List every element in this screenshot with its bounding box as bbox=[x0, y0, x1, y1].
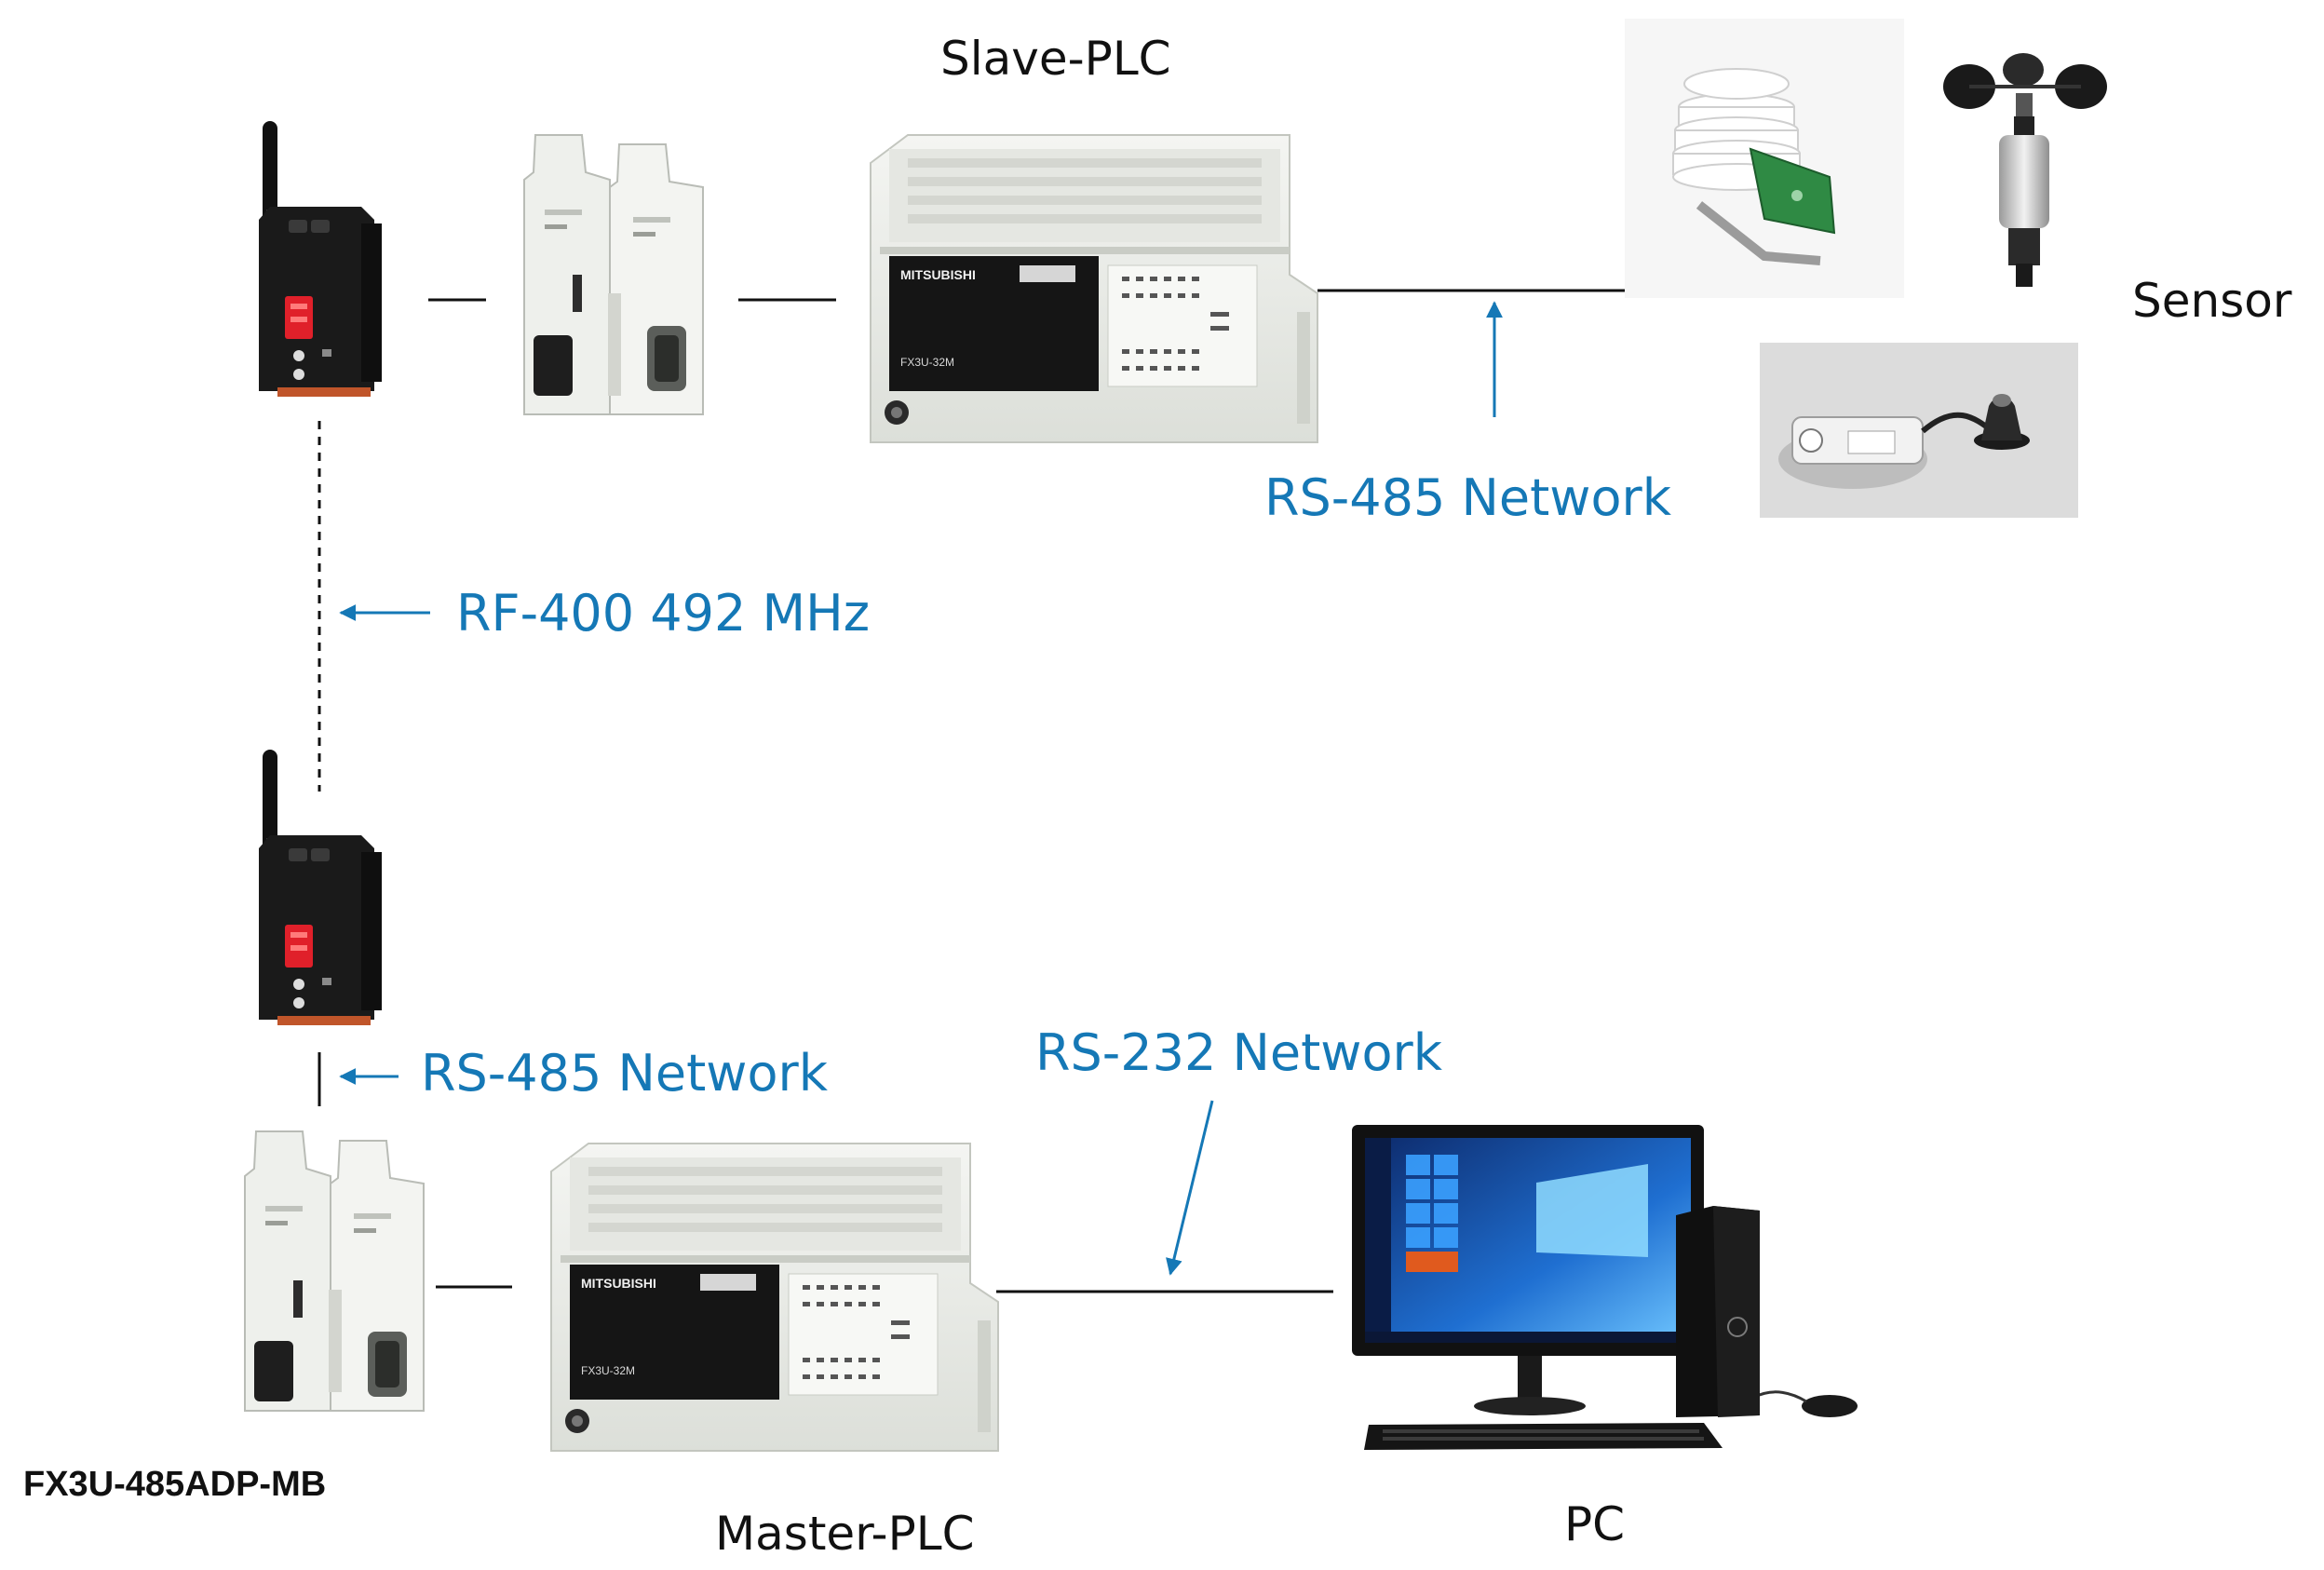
rf400-label: RF-400 492 MHz bbox=[456, 584, 871, 643]
rs485-adapter-bottom bbox=[244, 1130, 425, 1412]
sensor-label: Sensor bbox=[2132, 274, 2292, 328]
sensor-radiation-shield bbox=[1625, 19, 1904, 298]
slave-plc-label: Slave-PLC bbox=[940, 32, 1171, 86]
annotation-arrows bbox=[339, 301, 1503, 1276]
arrow-rs232 bbox=[1166, 1100, 1214, 1276]
sensor-pyranometer bbox=[1760, 343, 2078, 518]
rs232-label: RS-232 Network bbox=[1035, 1023, 1442, 1082]
master-plc-label: Master-PLC bbox=[715, 1507, 975, 1561]
connectors bbox=[318, 289, 1628, 1293]
rs485-adapter-top bbox=[523, 134, 704, 415]
sensor-anemometer bbox=[1943, 53, 2107, 287]
pc-label: PC bbox=[1564, 1497, 1626, 1551]
master-plc-model: FX3U-32M bbox=[581, 1364, 635, 1377]
adapter-model-label: FX3U-485ADP-MB bbox=[23, 1465, 327, 1504]
master-plc-device: MITSUBISHI FX3U-32M bbox=[550, 1143, 999, 1452]
slave-plc-model: FX3U-32M bbox=[900, 356, 954, 369]
master-plc-brand: MITSUBISHI bbox=[581, 1276, 656, 1291]
radio-modem-top bbox=[259, 121, 382, 397]
radio-modem-bottom bbox=[259, 750, 382, 1025]
slave-plc-brand: MITSUBISHI bbox=[900, 267, 976, 282]
slave-plc-device: MITSUBISHI FX3U-32M bbox=[870, 134, 1318, 443]
desktop-pc bbox=[1352, 1125, 1858, 1450]
rs485-top-label: RS-485 Network bbox=[1264, 468, 1671, 527]
rs485-bottom-label: RS-485 Network bbox=[421, 1044, 828, 1103]
